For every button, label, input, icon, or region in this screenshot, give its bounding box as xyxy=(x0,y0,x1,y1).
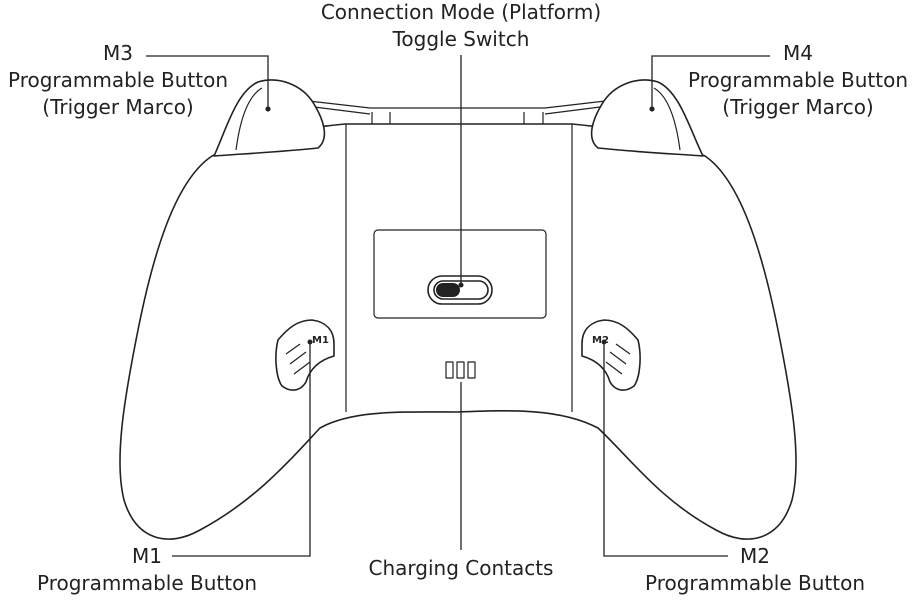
leader-lines xyxy=(146,55,770,557)
m1-paddle-mark: M1 xyxy=(312,335,329,346)
m2-paddle-mark: M2 xyxy=(592,335,609,346)
m4-trigger-button[interactable] xyxy=(590,79,704,157)
m3-label: M3 Programmable Button (Trigger Marco) xyxy=(7,41,229,119)
controller-body xyxy=(119,123,797,540)
m2-label: M2 Programmable Button xyxy=(644,544,866,595)
m4-label: M4 Programmable Button (Trigger Marco) xyxy=(687,41,909,119)
charging-contacts-label: Charging Contacts xyxy=(368,556,554,580)
m2-paddle-button[interactable]: M2 xyxy=(581,319,641,391)
toggle-panel xyxy=(373,229,547,319)
top-bumper-bar xyxy=(299,99,615,127)
back-plate xyxy=(345,124,573,412)
connection-mode-toggle-switch[interactable] xyxy=(427,275,493,305)
toggle-switch-label: Connection Mode (Platform) Toggle Switch xyxy=(320,0,602,51)
charging-contacts xyxy=(445,361,476,379)
m1-paddle-button[interactable]: M1 xyxy=(275,319,335,391)
m1-label: M1 Programmable Button xyxy=(36,544,258,595)
